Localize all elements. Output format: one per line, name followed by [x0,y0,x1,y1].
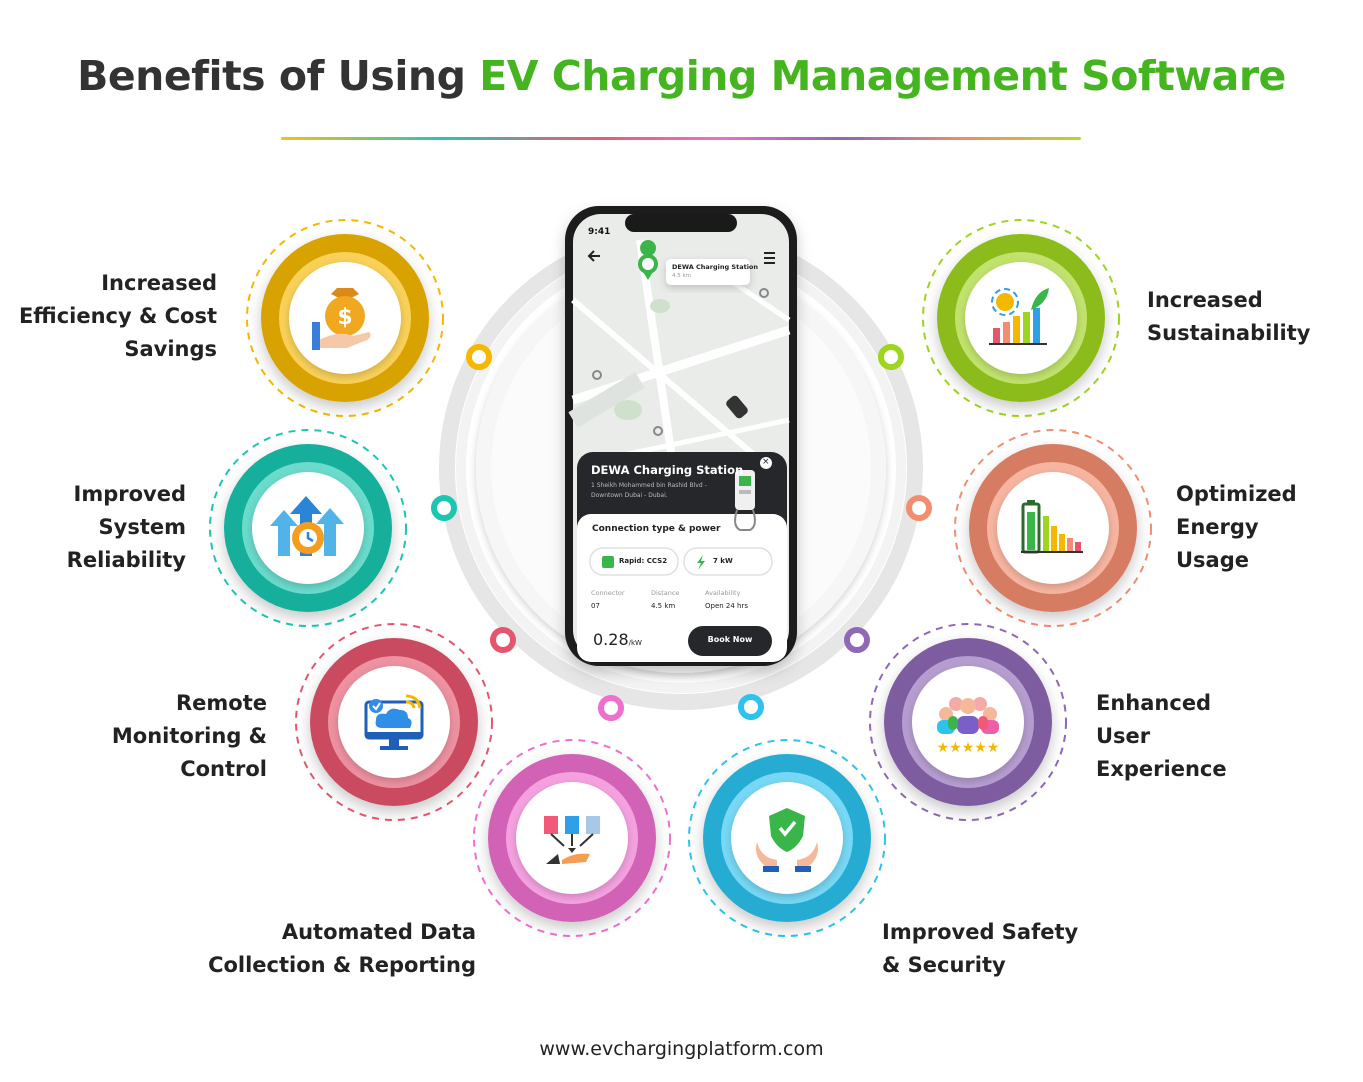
arc-dot-teal [431,495,457,521]
map-area [568,239,791,651]
info-connector-value: 07 [591,602,600,610]
phone-mockup [565,206,797,666]
arc-dot-blue [738,694,764,720]
close-button[interactable]: × [762,457,770,467]
users-stars-icon: ★★★★★ [937,697,1000,756]
footer-url: www.evchargingplatform.com [539,1038,824,1060]
arc-dot-red [490,627,516,653]
dashed-ring [688,739,886,937]
connector-type-pill[interactable]: Rapid: CCS2 [619,557,668,565]
title-underline [281,137,1081,140]
dashed-ring [209,429,407,627]
map-station-label: DEWA Charging Station [672,263,759,271]
station-address-line2: Downtown Dubai - Dubai. [591,492,668,499]
info-distance-value: 4.5 km [651,602,676,610]
price-unit: /kW [628,639,642,647]
page-title: Benefits of Using EV Charging Management… [0,52,1363,100]
cloud-monitor-icon [364,694,424,750]
dashed-ring [295,623,493,821]
charger-station-image [734,470,756,531]
info-availability-label: Availability [705,589,741,597]
shield-hands-icon [756,808,818,872]
dashed-ring [954,429,1152,627]
power-pill[interactable]: 7 kW [713,557,733,565]
arc-dot-yellow [466,344,492,370]
price-value: 0.28 [593,630,629,649]
arc-dot-salmon [906,495,932,521]
arc-dots [431,344,932,721]
dashed-ring [869,623,1067,821]
title-part-green: EV Charging Management Software [479,52,1286,100]
dashed-ring [922,219,1120,417]
book-now-button[interactable]: Book Now [707,635,753,644]
gear-arrows-icon [270,496,344,556]
info-distance-label: Distance [651,589,680,597]
station-address-line1: 1 Sheikh Mohammed bin Rashid Blvd - [591,482,707,489]
benefit-circle-sustainability [922,219,1120,417]
price: 0.28/kW [593,630,642,649]
title-part-dark: Benefits of Using [77,52,466,100]
svg-text:$: $ [337,305,352,330]
battery-bars-icon [1021,500,1083,554]
map-station-distance: 4.5 km [672,273,692,279]
svg-text:★★★★★: ★★★★★ [937,740,1000,756]
info-connector-label: Connector [591,589,625,597]
arc-dot-purple [844,627,870,653]
inner-disc [965,262,1077,374]
arc-dot-lime [878,344,904,370]
info-availability-value: Open 24 hrs [705,602,749,610]
station-name: DEWA Charging Station [591,463,744,477]
dashed-ring [473,739,671,937]
label-safety: Improved Safety& Security [882,920,1079,977]
connection-section-title: Connection type & power [592,524,721,534]
data-documents-hand-icon [544,816,600,864]
arc-dot-pink [598,695,624,721]
dashed-ring [246,219,444,417]
phone-time: 9:41 [588,227,611,237]
money-bag-hand-icon: $ [312,288,371,350]
growth-chart-leaf-icon [989,288,1049,345]
